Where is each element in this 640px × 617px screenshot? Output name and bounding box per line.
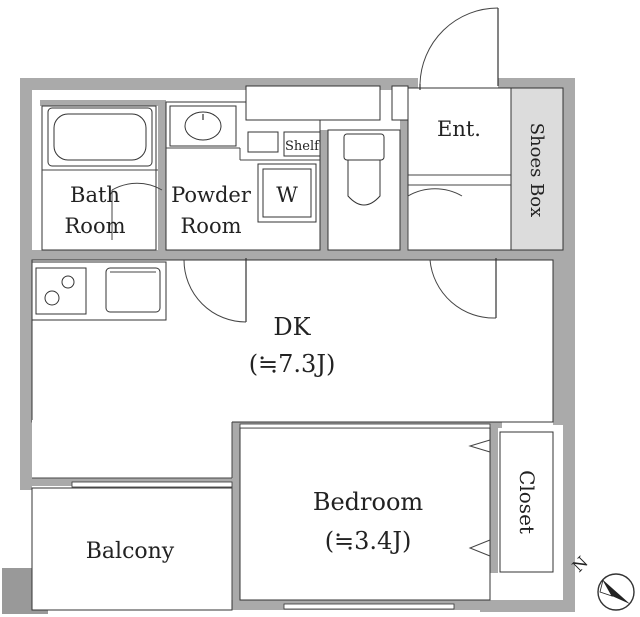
powder-room-label-1: Powder bbox=[171, 183, 252, 207]
shelf-label: Shelf bbox=[285, 139, 320, 154]
kitchen-counter bbox=[31, 261, 167, 321]
bedroom-label: Bedroom bbox=[313, 488, 424, 516]
door-swings bbox=[111, 7, 499, 557]
shoes-box bbox=[510, 87, 564, 251]
shelf-label-box bbox=[283, 131, 321, 157]
upper-storage-small bbox=[391, 85, 409, 121]
closet-label: Closet bbox=[515, 470, 539, 534]
windows bbox=[71, 423, 491, 610]
bath-room-label-1: Bath bbox=[70, 183, 120, 207]
dk-label: DK bbox=[273, 313, 311, 341]
shoes-box-label: Shoes Box bbox=[526, 123, 547, 218]
stove-burner-icon bbox=[61, 275, 75, 289]
powder-room-label-2: Room bbox=[180, 214, 241, 238]
bathtub-icon bbox=[47, 107, 153, 167]
kitchen-sink-icon bbox=[105, 267, 161, 313]
entrance-label: Ent. bbox=[437, 117, 481, 141]
washing-machine-icon bbox=[257, 163, 317, 223]
wash-basin-icon bbox=[169, 105, 237, 147]
balcony-label: Balcony bbox=[86, 539, 175, 564]
bath-room-label-2: Room bbox=[64, 214, 125, 238]
bedroom-size-label: (≒3.4J) bbox=[325, 527, 412, 555]
compass-icon: N bbox=[568, 552, 635, 611]
stove-burner-icon bbox=[44, 290, 60, 306]
upper-storage bbox=[245, 85, 381, 121]
dk-size-label: (≒7.3J) bbox=[249, 350, 336, 378]
washer-label: W bbox=[276, 183, 298, 207]
shelf-box bbox=[247, 131, 279, 153]
toilet-icon bbox=[343, 133, 385, 206]
